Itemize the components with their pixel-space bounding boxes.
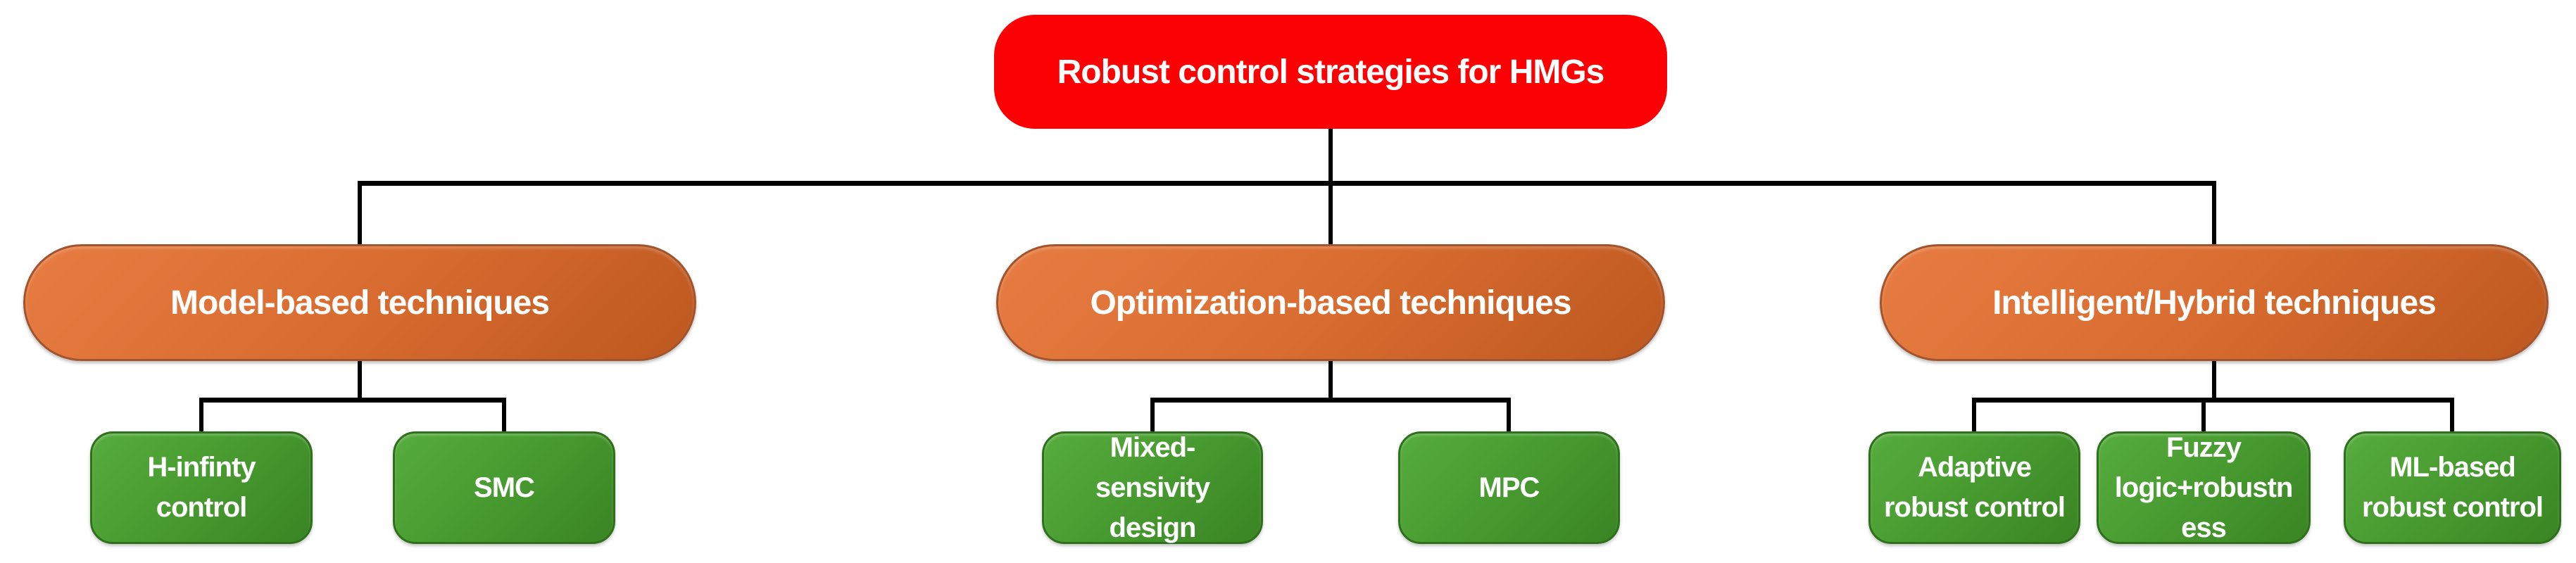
leaf-node-h-infinity-control: H-infinty control	[90, 431, 313, 544]
branch-node-optimization-based: Optimization-based techniques	[996, 244, 1665, 361]
leaf-label-line: Adaptive	[1918, 452, 2032, 483]
leaf-label-line: control	[156, 492, 248, 523]
connector-root-stem	[1328, 129, 1333, 184]
branch-node-model-based: Model-based techniques	[23, 244, 696, 361]
connector-hinf-drop	[199, 401, 203, 431]
connector-top-horizontal	[358, 181, 2216, 186]
leaf-label-line: robust control	[1883, 492, 2066, 523]
leaf-node-mixed-sensitivity: Mixed- sensivity design	[1042, 431, 1263, 544]
leaf-node-ml-based-robust: ML-based robust control	[2344, 431, 2561, 544]
root-node-robust-control: Robust control strategies for HMGs	[994, 15, 1667, 129]
branch-node-label: Optimization-based techniques	[1090, 284, 1571, 322]
connector-intelligent-stem	[2212, 361, 2216, 400]
root-node-label: Robust control strategies for HMGs	[1057, 53, 1605, 91]
connector-mpc-drop	[1507, 401, 1511, 431]
connector-optimization-horizontal	[1150, 398, 1511, 403]
leaf-node-fuzzy-logic-robustness: Fuzzy logic+robustn ess	[2097, 431, 2311, 544]
leaf-label-line: Mixed-	[1110, 431, 1196, 463]
connector-ml-drop	[2450, 401, 2454, 431]
connector-adaptive-drop	[1972, 401, 1976, 431]
connector-branch1-drop	[358, 185, 362, 245]
leaf-label-line: Fuzzy	[2166, 431, 2242, 463]
leaf-node-mpc: MPC	[1398, 431, 1620, 544]
connector-optimization-stem	[1328, 361, 1333, 400]
leaf-label-line: design	[1109, 512, 1197, 543]
leaf-label-line: ess	[2181, 512, 2227, 543]
leaf-label-line: logic+robustn	[2114, 472, 2294, 503]
leaf-label-line: ML-based	[2389, 452, 2516, 483]
branch-node-label: Intelligent/Hybrid techniques	[1992, 284, 2437, 322]
connector-fuzzy-drop	[2201, 401, 2206, 431]
branch-node-label: Model-based techniques	[170, 284, 550, 322]
leaf-label-line: robust control	[2361, 492, 2544, 523]
connector-smc-drop	[502, 401, 506, 431]
connector-model-stem	[358, 361, 362, 400]
connector-branch2-drop	[1328, 185, 1333, 245]
connector-intelligent-horizontal	[1972, 398, 2454, 403]
connector-model-horizontal	[199, 398, 506, 403]
leaf-node-adaptive-robust: Adaptive robust control	[1868, 431, 2080, 544]
leaf-node-smc: SMC	[393, 431, 615, 544]
leaf-label-line: H-infinty	[147, 452, 256, 483]
connector-mixed-drop	[1150, 401, 1155, 431]
leaf-label-line: SMC	[474, 472, 535, 503]
branch-node-intelligent-hybrid: Intelligent/Hybrid techniques	[1880, 244, 2549, 361]
leaf-label-line: sensivity	[1095, 472, 1210, 503]
connector-branch3-drop	[2212, 185, 2216, 245]
leaf-label-line: MPC	[1478, 472, 1540, 503]
